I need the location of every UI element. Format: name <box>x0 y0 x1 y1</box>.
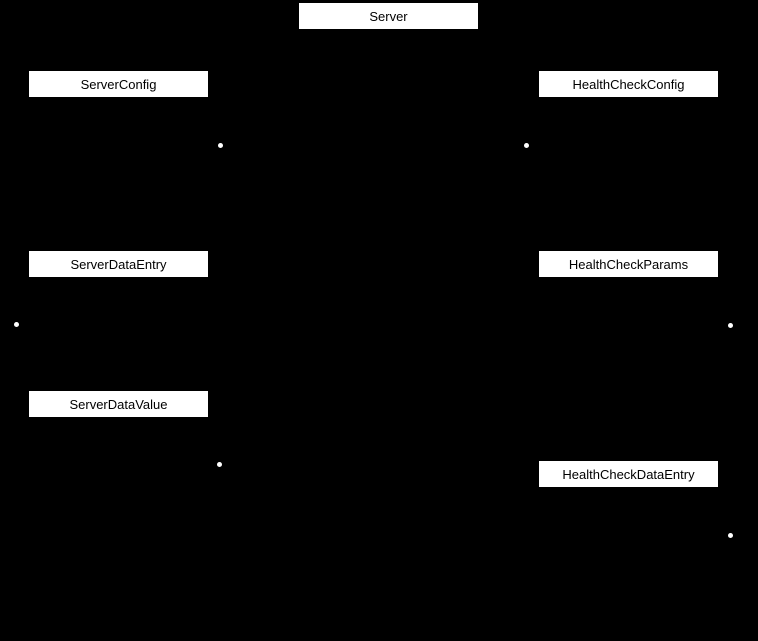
node-health-check-params[interactable]: HealthCheckParams <box>539 251 718 277</box>
node-server-data-value-label: ServerDataValue <box>69 396 168 412</box>
node-health-check-params-label: HealthCheckParams <box>568 256 689 272</box>
node-server-data-entry[interactable]: ServerDataEntry <box>29 251 208 277</box>
node-health-check-data-entry[interactable]: HealthCheckDataEntry <box>539 461 718 487</box>
edge-endpoint-dot <box>217 462 222 467</box>
node-server-label: Server <box>369 8 408 24</box>
node-server[interactable]: Server <box>299 3 478 29</box>
node-health-check-data-entry-label: HealthCheckDataEntry <box>562 466 695 482</box>
edge-endpoint-dot <box>524 143 529 148</box>
edge-endpoint-dot <box>728 533 733 538</box>
node-server-config[interactable]: ServerConfig <box>29 71 208 97</box>
node-health-check-config[interactable]: HealthCheckConfig <box>539 71 718 97</box>
node-server-config-label: ServerConfig <box>80 76 157 92</box>
node-server-data-value[interactable]: ServerDataValue <box>29 391 208 417</box>
node-health-check-config-label: HealthCheckConfig <box>572 76 685 92</box>
edge-endpoint-dot <box>218 143 223 148</box>
edge-endpoint-dot <box>14 322 19 327</box>
edge-endpoint-dot <box>728 323 733 328</box>
node-server-data-entry-label: ServerDataEntry <box>70 256 167 272</box>
